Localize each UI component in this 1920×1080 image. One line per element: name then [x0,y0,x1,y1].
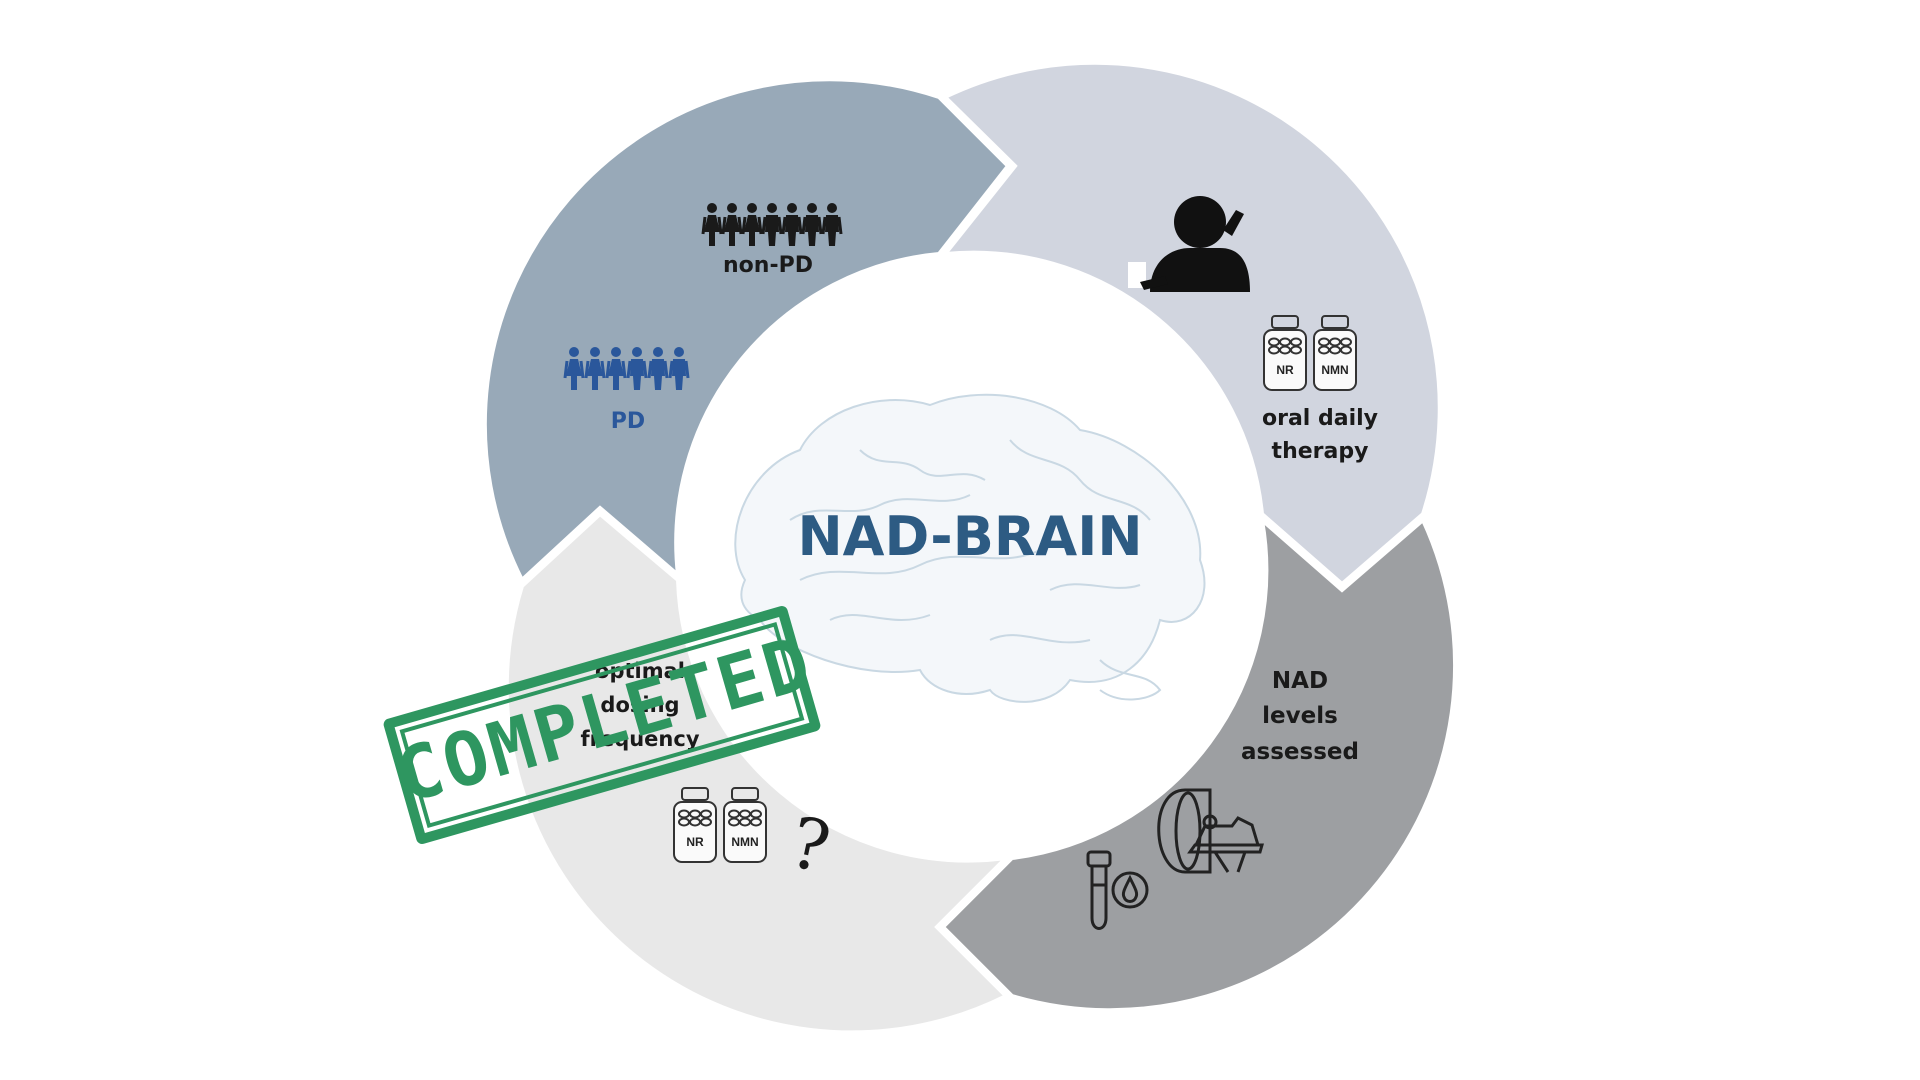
person-head [707,203,717,213]
person-body [651,359,665,390]
person-arms [647,360,669,379]
bottle-cap [1321,315,1349,329]
diagram-title: NAD-BRAIN [797,505,1143,568]
bottle-label: NMN [731,835,758,849]
person-arms [701,216,723,235]
person-body [744,215,760,246]
person-body [724,215,740,246]
person-arms [821,216,843,235]
person-head [590,347,600,357]
brain-icon [734,393,1206,703]
clinician-icon [1128,196,1250,292]
label-levels: levels [1262,703,1338,729]
person-body [566,359,582,390]
blood-tube-icon [1086,850,1149,930]
person-body [608,359,624,390]
person-arms [721,216,743,235]
label-frequency: frequency [580,727,700,751]
person-head [569,347,579,357]
person-arms [801,216,823,235]
person-head [827,203,837,213]
person-head [807,203,817,213]
person-head [747,203,757,213]
person-head [727,203,737,213]
people-group-icon [701,203,843,246]
person-arms [781,216,803,235]
pill [1290,345,1302,355]
person-body [672,359,686,390]
bottle-cap [1271,315,1299,329]
bottle-label: NMN [1321,363,1348,377]
segment-therapy [940,60,1442,587]
person-body [587,359,603,390]
label-oral-daily: oral daily [1261,406,1379,431]
person-head [674,347,684,357]
person-body [785,215,799,246]
person-head [787,203,797,213]
segment-recruitment [482,77,1011,584]
person-body [630,359,644,390]
label-non-pd: non-PD [723,253,813,278]
mri-scanner-icon [1157,788,1264,874]
bottle-cap [731,787,759,801]
pill-bottle-icon: NMN [1313,315,1357,391]
person-arms [741,216,763,235]
person-head [632,347,642,357]
person-head [653,347,663,357]
person-arms [584,360,606,379]
bottle-label: NR [686,835,704,849]
person-arms [668,360,690,379]
pill-bottle-icon: NR [673,787,717,863]
person-arms [605,360,627,379]
label-assessed: assessed [1241,739,1359,765]
pill [700,817,712,827]
pill-bottle-icon: NR [1263,315,1307,391]
person-arms [761,216,783,235]
pill [1340,345,1352,355]
person-arms [563,360,585,379]
label-dosing: dosing [600,693,680,717]
label-optimal: optimal [595,659,685,683]
pill [750,817,762,827]
bottle-cap [681,787,709,801]
person-body [704,215,720,246]
person-body [765,215,779,246]
segment-assessment [940,514,1458,1013]
person-head [611,347,621,357]
people-group-icon [563,347,690,390]
bottle-label: NR [1276,363,1294,377]
label-nad: NAD [1271,668,1329,694]
person-head [767,203,777,213]
segment-dosing [504,511,1012,1035]
pill-bottle-icon: NMN [723,787,767,863]
person-body [805,215,819,246]
person-body [825,215,839,246]
label-pd: PD [610,409,646,434]
person-arms [626,360,648,379]
label-therapy: therapy [1271,439,1369,464]
